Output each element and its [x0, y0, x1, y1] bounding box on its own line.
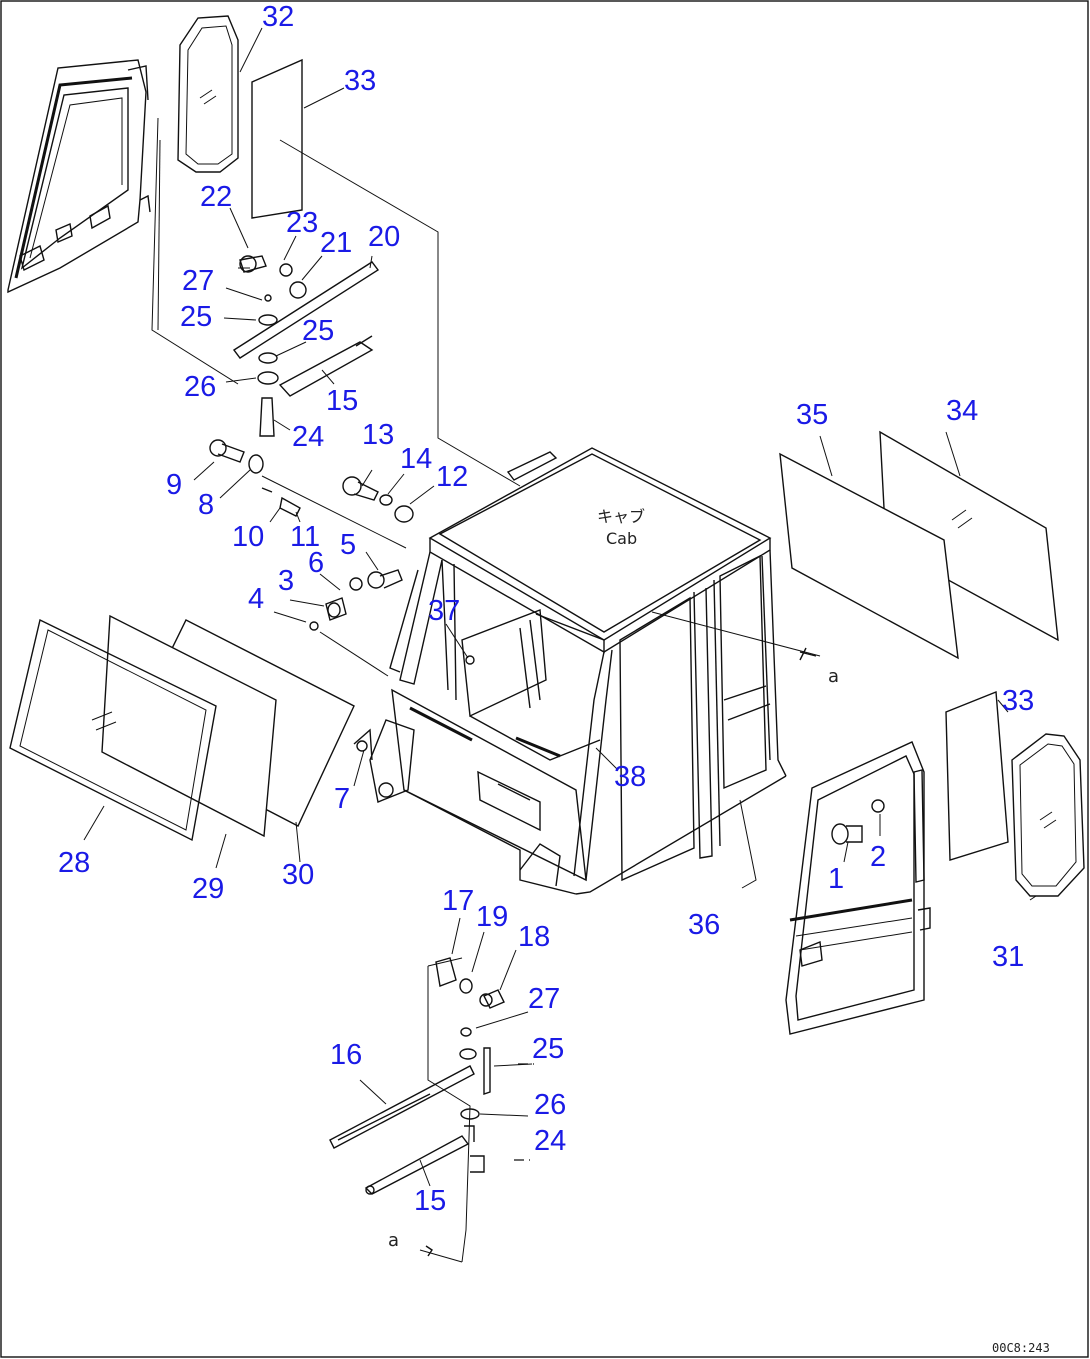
- lower-stay-assembly: [329, 957, 505, 1263]
- callout-25-lower: 25: [532, 1033, 564, 1065]
- left-door: [7, 59, 151, 294]
- callout-12: 12: [436, 461, 468, 493]
- callout-16: 16: [330, 1039, 362, 1071]
- callout-34: 34: [946, 395, 978, 427]
- rear-window-glass: [779, 430, 1059, 660]
- front-glass-stack: [9, 614, 355, 842]
- cab-label-en: Cab: [606, 529, 637, 548]
- callout-32: 32: [262, 1, 294, 33]
- document-code: 00C8:243: [992, 1341, 1050, 1355]
- callout-29: 29: [192, 873, 224, 905]
- callout-3: 3: [278, 565, 294, 597]
- callout-8: 8: [198, 489, 214, 521]
- callout-27-lower: 27: [528, 983, 560, 1015]
- callout-31: 31: [992, 941, 1024, 973]
- cab-body: [353, 447, 787, 895]
- callout-11: 11: [290, 521, 320, 553]
- right-door: [785, 741, 931, 1035]
- ref-a-right: a: [828, 666, 839, 687]
- callout-leaders: [83, 27, 1037, 1187]
- callout-24-lower: 24: [534, 1125, 566, 1157]
- callout-25-upper-a: 25: [180, 301, 212, 333]
- callout-33-lower: 33: [1002, 685, 1034, 717]
- callout-21: 21: [320, 227, 352, 259]
- callout-19: 19: [476, 901, 508, 933]
- callout-37: 37: [428, 595, 460, 627]
- callout-10: 10: [232, 521, 264, 553]
- callout-27-upper: 27: [182, 265, 214, 297]
- callout-22: 22: [200, 181, 232, 213]
- callout-26-upper: 26: [184, 371, 216, 403]
- ref-a-lower: a: [388, 1230, 399, 1251]
- upper-stay-assembly: [232, 255, 380, 437]
- window-glass-32: [177, 15, 239, 173]
- callout-9: 9: [166, 469, 182, 501]
- hinge-parts: [209, 439, 414, 677]
- callout-17: 17: [442, 885, 474, 917]
- callout-4: 4: [248, 583, 264, 615]
- callout-23: 23: [286, 207, 318, 239]
- callout-30: 30: [282, 859, 314, 891]
- callout-26-lower: 26: [534, 1089, 566, 1121]
- callout-38: 38: [614, 761, 646, 793]
- callout-28: 28: [58, 847, 90, 879]
- callout-24-upper: 24: [292, 421, 324, 453]
- callout-1: 1: [828, 863, 844, 895]
- callout-14: 14: [400, 443, 432, 475]
- seal-strip-33-upper: [251, 58, 303, 219]
- callout-25-upper-b: 25: [302, 315, 334, 347]
- callout-15-upper: 15: [326, 385, 358, 417]
- callout-13: 13: [362, 419, 394, 451]
- right-side-glass: [945, 690, 1085, 897]
- callout-5: 5: [340, 529, 356, 561]
- callout-18: 18: [518, 921, 550, 953]
- callout-35: 35: [796, 399, 828, 431]
- callout-33-upper: 33: [344, 65, 376, 97]
- callout-7: 7: [334, 783, 350, 815]
- callout-15-lower: 15: [414, 1185, 446, 1217]
- callout-6: 6: [308, 547, 324, 579]
- callout-20: 20: [368, 221, 400, 253]
- callout-numbers: 1 2 3 4 5 6 7 8 9 10 11 12 13 14 15 15 1…: [58, 1, 1034, 1217]
- callout-36: 36: [688, 909, 720, 941]
- callout-2: 2: [870, 841, 886, 873]
- cab-label-jp: キャブ: [597, 507, 645, 526]
